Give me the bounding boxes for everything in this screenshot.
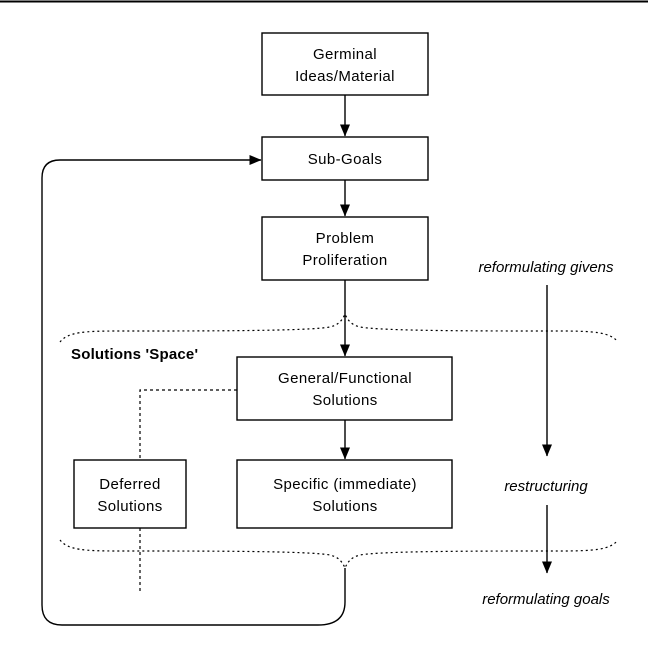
box-deferred-solutions-line1: Deferred bbox=[99, 476, 161, 493]
box-germinal-rect bbox=[261, 32, 429, 96]
box-problem-proliferation-line1: Problem bbox=[316, 230, 375, 247]
box-specific-immediate-solutions: Specific (immediate) Solutions bbox=[236, 459, 453, 529]
box-specific-immediate-solutions-line2: Solutions bbox=[312, 498, 377, 515]
box-general-functional-solutions: General/Functional Solutions bbox=[236, 356, 453, 421]
reformulating-givens-label: reformulating givens bbox=[478, 259, 614, 276]
solutions-space-label: Solutions 'Space' bbox=[71, 346, 198, 363]
box-specific-immediate-solutions-line1: Specific (immediate) bbox=[273, 476, 417, 493]
box-problem-proliferation: Problem Proliferation bbox=[261, 216, 429, 281]
box-germinal-line2: Ideas/Material bbox=[295, 68, 395, 85]
box-specific-immediate-solutions-rect bbox=[236, 459, 453, 529]
box-general-functional-solutions-line2: Solutions bbox=[312, 392, 377, 409]
box-deferred-solutions: Deferred Solutions bbox=[73, 459, 187, 529]
box-general-functional-solutions-line1: General/Functional bbox=[278, 370, 412, 387]
box-deferred-solutions-rect bbox=[73, 459, 187, 529]
box-problem-proliferation-line2: Proliferation bbox=[302, 252, 387, 269]
box-germinal: Germinal Ideas/Material bbox=[261, 32, 429, 96]
feedback-loop-arrow bbox=[41, 155, 346, 626]
reformulating-goals-label: reformulating goals bbox=[482, 591, 610, 608]
box-deferred-solutions-line2: Solutions bbox=[97, 498, 162, 515]
box-germinal-line1: Germinal bbox=[313, 46, 377, 63]
box-sub-goals: Sub-Goals bbox=[261, 136, 429, 181]
box-sub-goals-rect bbox=[261, 136, 429, 181]
box-sub-goals-label: Sub-Goals bbox=[308, 151, 382, 168]
solutions-space-top-brace bbox=[59, 312, 619, 343]
solutions-space-bottom-brace bbox=[59, 539, 619, 570]
box-general-functional-solutions-rect bbox=[236, 356, 453, 421]
deferred-connector-upper bbox=[139, 389, 237, 460]
restructuring-label: restructuring bbox=[504, 478, 588, 495]
box-problem-proliferation-rect bbox=[261, 216, 429, 281]
